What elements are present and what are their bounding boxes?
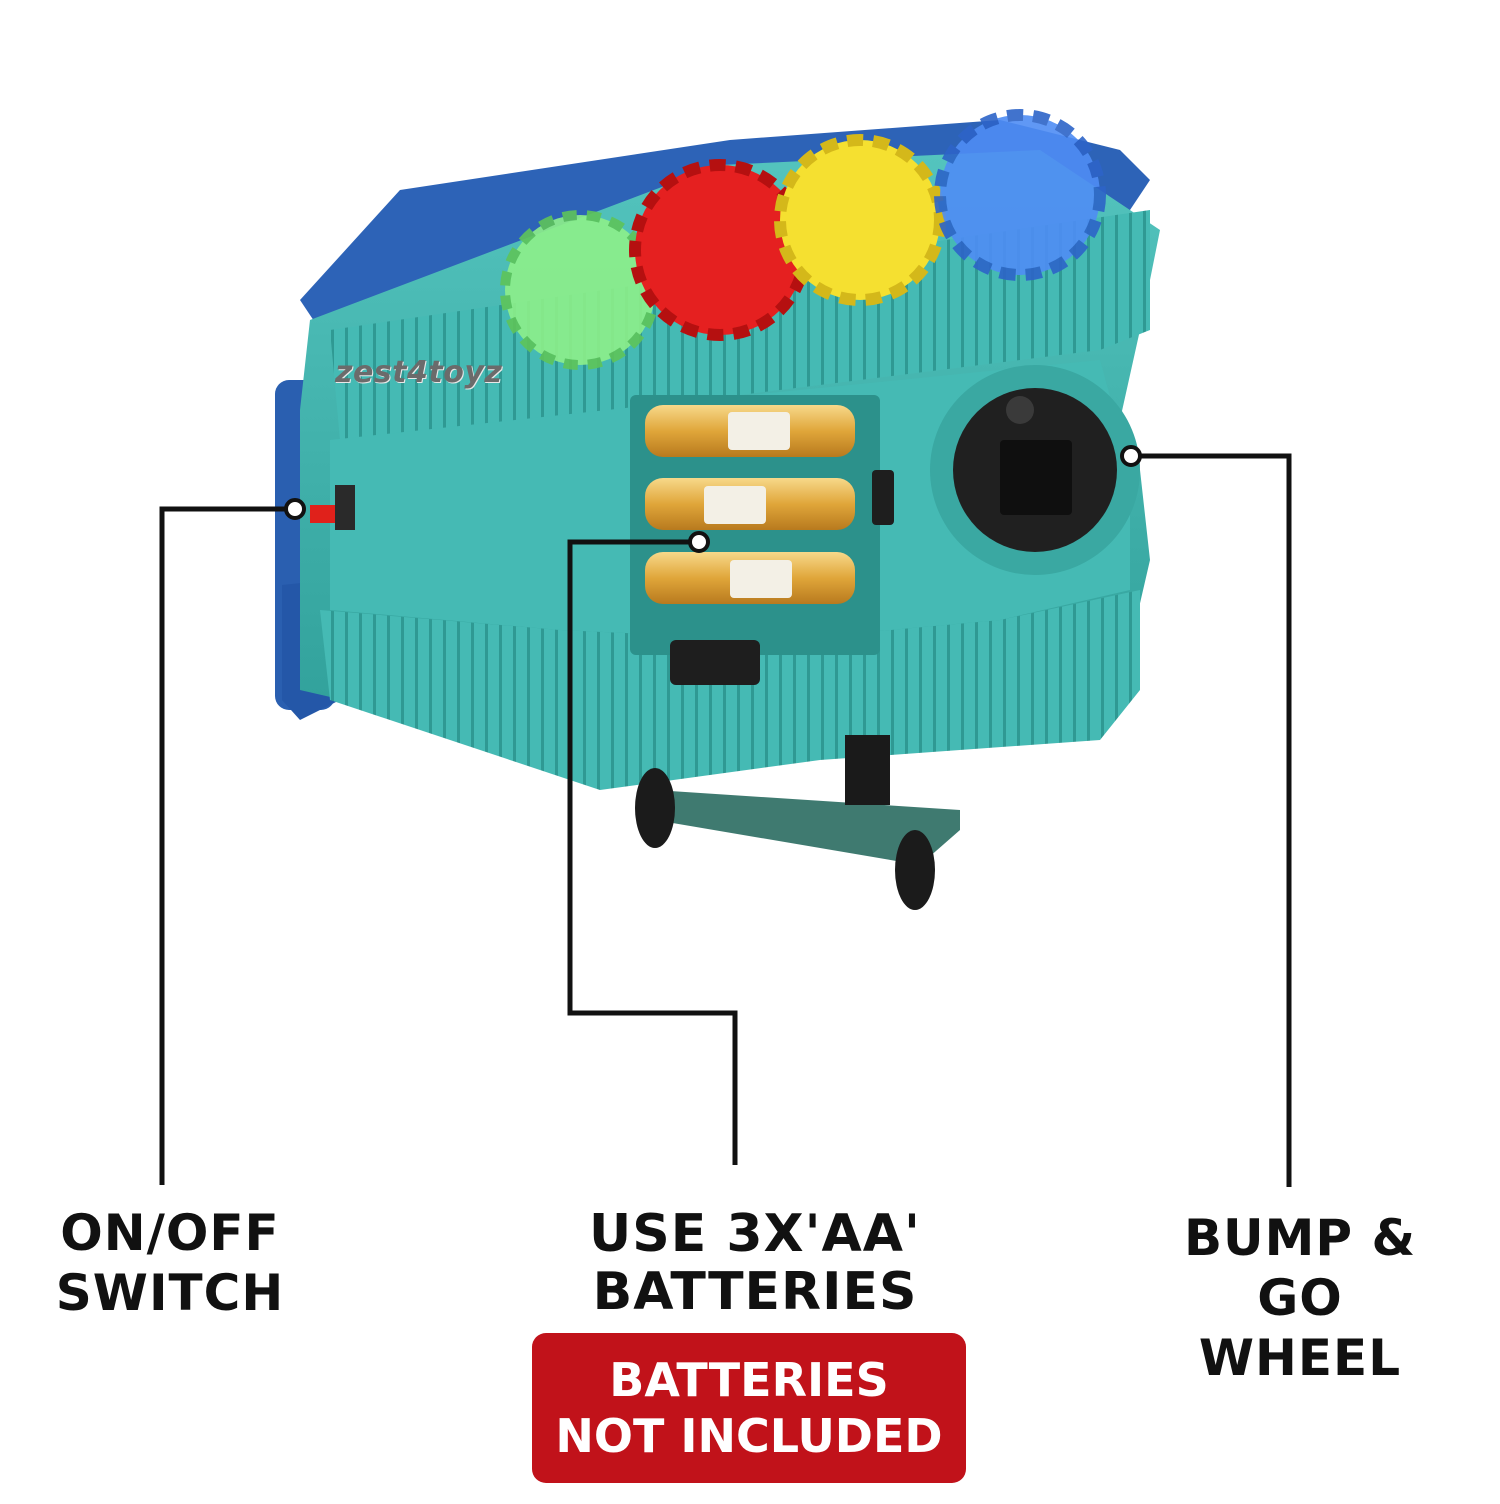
callout-markers — [284, 445, 1142, 553]
battery-callout-label: USE 3X'AA' BATTERIES — [545, 1205, 965, 1321]
wheel-callout-label: BUMP & GO WHEEL — [1140, 1208, 1460, 1388]
wheel-callout-line1: BUMP & GO — [1183, 1209, 1417, 1327]
green-gear — [500, 210, 660, 370]
bump-and-go-wheel — [930, 365, 1140, 575]
gears — [500, 109, 1106, 370]
switch-callout-line1: ON/OFF — [60, 1204, 280, 1262]
brand-watermark: zest4toyz — [335, 355, 503, 390]
wheel-callout-line2: WHEEL — [1198, 1329, 1402, 1387]
battery-callout-line1: USE 3X'AA' — [589, 1204, 921, 1264]
battery-callout-line2: BATTERIES — [592, 1262, 918, 1322]
leader-lines — [159, 453, 1292, 1187]
switch-marker — [284, 498, 306, 520]
battery-compartment — [630, 395, 894, 685]
wheel-marker — [1120, 445, 1142, 467]
batteries-not-included-badge: BATTERIES NOT INCLUDED — [532, 1333, 966, 1483]
battery-marker — [688, 531, 710, 553]
switch-callout-label: ON/OFF SWITCH — [40, 1203, 300, 1323]
battery-leader-line — [567, 539, 738, 1165]
switch-leader-line — [159, 506, 295, 1185]
badge-line1: BATTERIES — [609, 1353, 889, 1407]
blue-gear — [934, 109, 1106, 281]
wheel-leader-line — [1131, 453, 1292, 1187]
battery-cover — [635, 735, 960, 910]
badge-line2: NOT INCLUDED — [555, 1409, 943, 1463]
switch-callout-line2: SWITCH — [55, 1264, 285, 1322]
yellow-gear — [774, 134, 946, 306]
